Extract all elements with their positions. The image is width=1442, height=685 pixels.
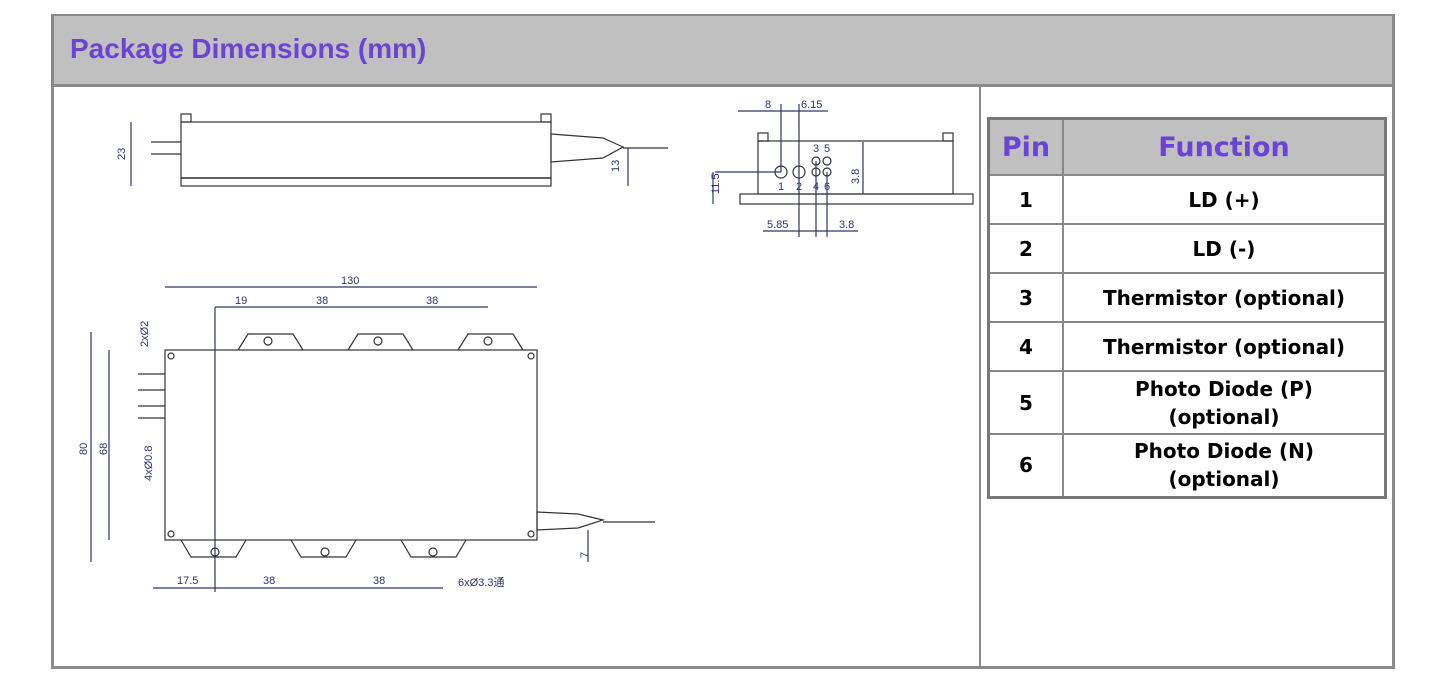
pin-number: 4 — [987, 321, 1064, 372]
section-title: Package Dimensions (mm) — [70, 33, 427, 64]
dimension-label: 7 — [579, 552, 591, 558]
dimension-label: 3.8 — [839, 219, 854, 231]
dimension-label: 8 — [765, 99, 771, 111]
dimension-label: 1 — [778, 181, 784, 193]
dimension-label: 6 — [824, 181, 830, 193]
dimension-label: 17.5 — [177, 575, 198, 587]
header-pin: Pin — [987, 117, 1064, 176]
dimension-label: 38 — [263, 575, 275, 587]
section-header: Package Dimensions (mm) — [54, 16, 1392, 87]
dimension-label: 80 — [78, 443, 90, 455]
dimension-label: 4xØ0.8 — [143, 446, 155, 481]
dimension-label: 4 — [813, 181, 819, 193]
column-divider — [979, 87, 981, 666]
pin-number: 3 — [987, 272, 1064, 323]
dimension-label: 2 — [796, 181, 802, 193]
dimension-label: 38 — [373, 575, 385, 587]
dimension-label: 5 — [824, 143, 830, 155]
pin-function: Thermistor (optional) — [1062, 321, 1387, 372]
pin-function: LD (+) — [1062, 174, 1387, 225]
pin-number: 1 — [987, 174, 1064, 225]
pin-number: 5 — [987, 370, 1064, 435]
package-dimensions-panel: Package Dimensions (mm) 23 13 8 6.15 11.… — [51, 14, 1395, 669]
dimension-label: 11.5 — [710, 173, 722, 194]
pin-function: Thermistor (optional) — [1062, 272, 1387, 323]
dimension-label: 38 — [426, 295, 438, 307]
side-view: 23 13 — [116, 113, 668, 187]
dimension-label: 19 — [235, 295, 247, 307]
pin-number: 2 — [987, 223, 1064, 274]
dimension-label: 6.15 — [801, 99, 822, 111]
header-function: Function — [1062, 117, 1387, 176]
dimension-label: 6xØ3.3通 — [458, 576, 504, 589]
pin-number: 6 — [987, 433, 1064, 498]
dim-height: 23 — [116, 148, 128, 160]
pin-function: Photo Diode (N) (optional) — [1062, 433, 1387, 498]
dimension-label: 5.85 — [767, 219, 788, 231]
dimension-label: 130 — [341, 275, 359, 287]
dimension-label: 38 — [316, 295, 328, 307]
dimension-label: 3 — [813, 143, 819, 155]
dimension-label: 3.8 — [850, 169, 862, 184]
dimension-label: 2xØ2 — [139, 321, 151, 347]
pin-function: LD (-) — [1062, 223, 1387, 274]
top-view: 130 19 38 38 2xØ2 80 68 4xØ0.8 17.5 38 3… — [78, 275, 655, 592]
dim-fiber-height: 13 — [610, 160, 622, 172]
pin-function: Photo Diode (P) (optional) — [1062, 370, 1387, 435]
dimension-label: 68 — [98, 443, 110, 455]
